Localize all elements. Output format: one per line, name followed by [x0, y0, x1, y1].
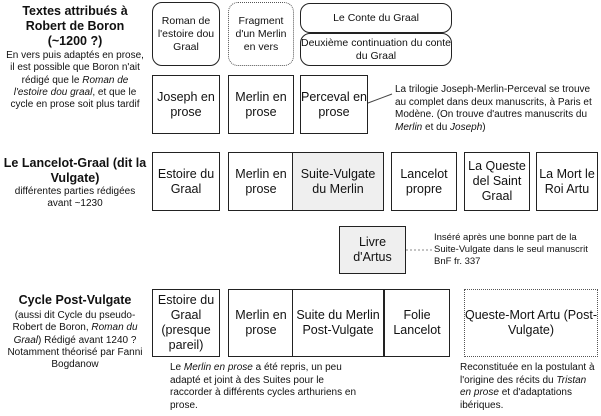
box-merlin-prose: Merlin en prose [228, 75, 294, 134]
box-suite-vulgate: Suite-Vulgate du Merlin [292, 152, 384, 211]
trilogy-note: La trilogie Joseph-Merlin-Perceval se tr… [395, 84, 592, 133]
box-postvulgate-merlin: Merlin en prose [228, 289, 294, 357]
box-livre-artus: Livre d'Artus [339, 226, 406, 274]
box-suite-postvulgate: Suite du Merlin Post-Vulgate [292, 289, 384, 357]
postvulgate-section-title: Cycle Post-Vulgate [18, 293, 132, 307]
box-queste-mort-postvulgate: Queste-Mort Artu (Post-Vulgate) [464, 289, 598, 357]
box-mort-artu: La Mort le Roi Artu [536, 152, 598, 211]
queste-reconstruction-note: Reconstituée en la postulant à l'origine… [460, 362, 595, 411]
box-vulgate-estoire: Estoire du Graal [152, 152, 220, 211]
connector-joseph-note [367, 93, 393, 104]
boron-section-title: Textes attribués à Robert de Boron (~120… [22, 4, 128, 48]
box-joseph-prose: Joseph en prose [152, 75, 220, 134]
vulgate-section-title: Le Lancelot-Graal (dit la Vulgate) [3, 156, 147, 185]
box-vulgate-merlin: Merlin en prose [228, 152, 294, 211]
box-roman-estoire: Roman de l'estoire dou Graal [152, 2, 220, 66]
boron-section-text: En vers puis adaptés en prose, il est po… [6, 50, 144, 111]
box-postvulgate-estoire: Estoire du Graal (presque pareil) [152, 289, 220, 357]
box-queste: La Queste del Saint Graal [464, 152, 530, 211]
vulgate-section-subtitle: différentes parties rédigées avant ~1230 [14, 186, 136, 210]
postvulgate-section-text: (aussi dit Cycle du pseudo-Robert de Bor… [7, 310, 143, 371]
merlin-reuse-note: Le Merlin en prose a été repris, un peu … [170, 362, 357, 411]
box-perceval-prose: Perceval en prose [300, 75, 368, 134]
box-fragment-merlin: Fragment d'un Merlin en vers [228, 2, 294, 66]
artus-note: Inséré après une bonne part de la Suite-… [434, 232, 588, 267]
box-lancelot-propre: Lancelot propre [391, 152, 457, 211]
box-conte-graal: Le Conte du Graal [300, 3, 452, 33]
box-deuxieme-continuation: Deuxième continuation du conte du Graal [300, 33, 452, 66]
box-folie-lancelot: Folie Lancelot [384, 289, 450, 357]
